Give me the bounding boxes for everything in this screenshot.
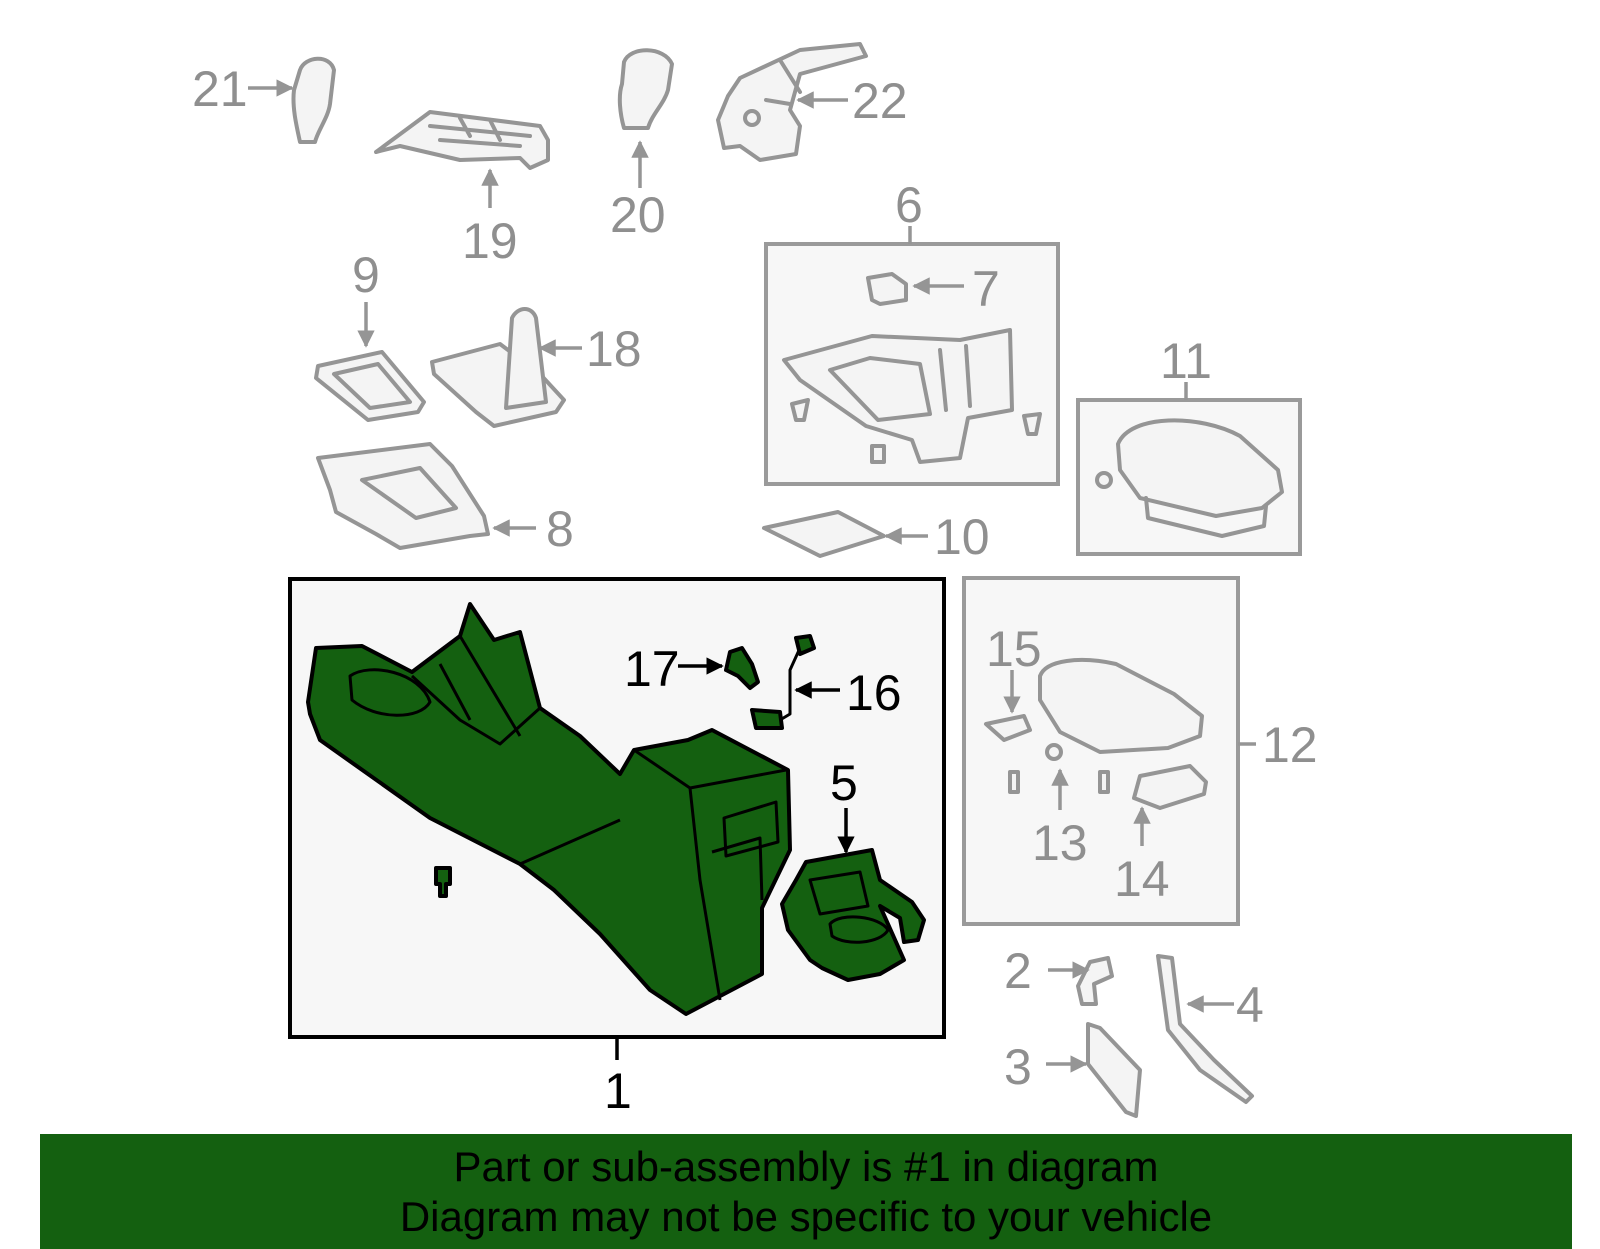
callout-7: 7: [972, 261, 1000, 317]
callout-20: 20: [610, 187, 666, 243]
part-5-cup-holder[interactable]: [780, 848, 926, 982]
part-17-clip[interactable]: [724, 646, 760, 690]
callout-5: 5: [830, 755, 858, 811]
part-22-parking-brake-lever[interactable]: [716, 42, 868, 162]
callout-4: 4: [1236, 977, 1264, 1033]
part-16-wire-harness[interactable]: [750, 634, 816, 730]
callout-10: 10: [934, 509, 990, 565]
callout-12: 12: [1262, 717, 1318, 773]
callout-13: 13: [1032, 815, 1088, 871]
callout-8: 8: [546, 501, 574, 557]
part-1-console-assembly[interactable]: [306, 602, 792, 1016]
callout-9: 9: [352, 247, 380, 303]
callout-17: 17: [624, 641, 680, 697]
part-12-armrest-pad[interactable]: [1038, 658, 1204, 754]
footer-line-2: Diagram may not be specific to your vehi…: [399, 1192, 1213, 1240]
callout-14: 14: [1114, 851, 1170, 907]
callout-2: 2: [1004, 943, 1032, 999]
footer-banner: Part or sub-assembly is #1 in diagram Di…: [40, 1134, 1572, 1249]
callout-6: 6: [895, 177, 923, 233]
callout-1: 1: [604, 1063, 632, 1119]
part-11-armrest-lid[interactable]: [1095, 418, 1284, 538]
part-15-plate[interactable]: [984, 714, 1032, 742]
callout-11: 11: [1160, 333, 1212, 389]
callout-15: 15: [986, 621, 1042, 677]
callout-19: 19: [462, 213, 518, 269]
callout-3: 3: [1004, 1039, 1032, 1095]
part-3-side-panel[interactable]: [1086, 1022, 1142, 1118]
part-8-shift-panel[interactable]: [316, 442, 490, 550]
part-14-latch[interactable]: [1132, 764, 1208, 810]
callout-21: 21: [192, 61, 248, 117]
part-2-bracket[interactable]: [1076, 956, 1114, 1006]
part-7-clip[interactable]: [866, 272, 908, 306]
footer-line-1: Part or sub-assembly is #1 in diagram: [453, 1142, 1159, 1190]
part-20-shift-knob-cover[interactable]: [617, 48, 674, 130]
part-18-shift-boot[interactable]: [430, 307, 566, 428]
part-1-screw[interactable]: [434, 866, 452, 898]
part-21-shift-knob[interactable]: [291, 56, 336, 144]
part-19-shift-indicator[interactable]: [374, 110, 550, 170]
part-6-console-lower-panel[interactable]: [782, 328, 1042, 464]
part-13-screws[interactable]: [1008, 743, 1110, 794]
callout-16: 16: [846, 665, 902, 721]
part-4-side-trim[interactable]: [1156, 954, 1254, 1104]
part-10-mat[interactable]: [762, 510, 886, 558]
part-9-trim-ring[interactable]: [314, 350, 426, 422]
callout-18: 18: [586, 321, 642, 377]
callout-22: 22: [852, 73, 908, 129]
footer-banner-bg: [40, 1134, 1572, 1249]
